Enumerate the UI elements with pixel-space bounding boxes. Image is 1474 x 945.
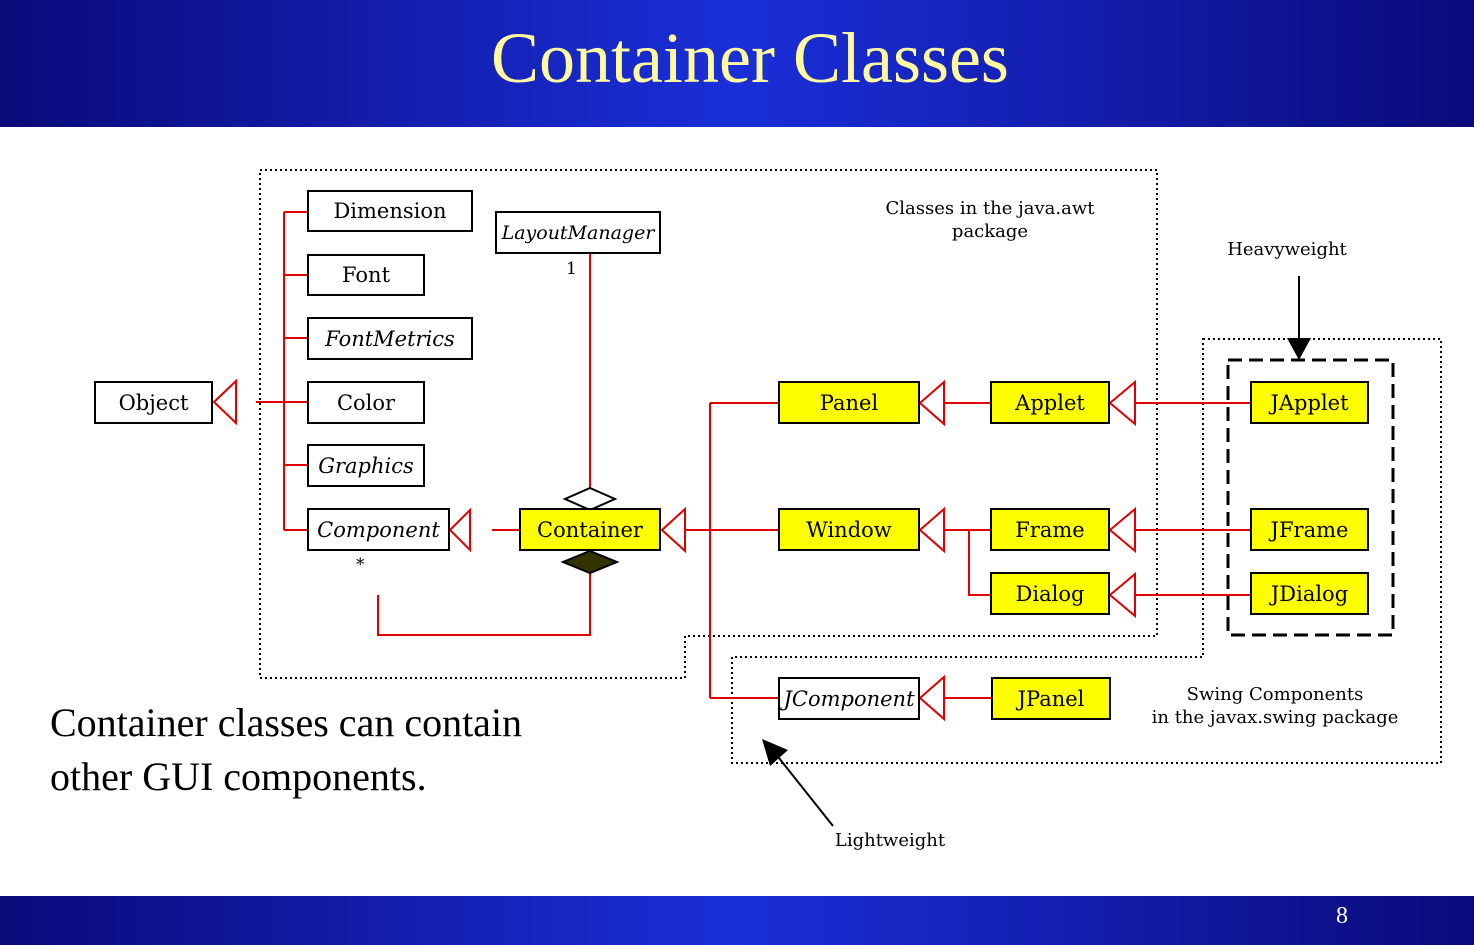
- object-generalization-bus: [256, 211, 308, 531]
- panel-inheritance-arrowhead: [918, 379, 945, 427]
- class-dialog: Dialog: [990, 572, 1110, 615]
- caption-line1: Container classes can contain: [50, 700, 523, 745]
- frame-dialog-to-window-line: [944, 529, 991, 596]
- class-window: Window: [778, 508, 920, 551]
- caption-line2: other GUI components.: [50, 754, 427, 799]
- class-font: Font: [307, 254, 425, 296]
- header-bar: [0, 0, 1474, 127]
- layout-multiplicity-label: 1: [566, 259, 577, 279]
- awt-package-boundary: [259, 169, 1158, 679]
- swing-package-label: Swing Components in the javax.swing pack…: [1140, 683, 1410, 730]
- heavyweight-label: Heavyweight: [1227, 239, 1347, 260]
- class-color: Color: [307, 381, 425, 424]
- class-applet: Applet: [990, 381, 1110, 424]
- slide-title: Container Classes: [491, 18, 1009, 98]
- heavyweight-pointer-head: [1287, 338, 1311, 360]
- class-jframe: JFrame: [1250, 508, 1369, 551]
- dialog-inheritance-arrowhead: [1108, 571, 1136, 619]
- caption-text: Container classes can contain other GUI …: [50, 696, 522, 804]
- lightweight-label: Lightweight: [834, 830, 946, 851]
- class-jdialog: JDialog: [1250, 572, 1369, 615]
- awt-package-label-line1: Classes in the java.awt: [885, 198, 1095, 219]
- object-inheritance-arrowhead: [212, 378, 237, 426]
- heavyweight-group-boundary: [1226, 358, 1395, 637]
- class-object: Object: [94, 381, 213, 424]
- jcomponent-inheritance-arrowhead: [918, 674, 945, 722]
- aggregation-diamond: [562, 486, 618, 512]
- frame-inheritance-arrowhead: [1108, 506, 1136, 554]
- class-component: Component: [307, 508, 450, 551]
- page-number: 8: [1336, 903, 1348, 929]
- lightweight-pointer-head: [762, 739, 788, 766]
- class-japplet: JApplet: [1250, 381, 1369, 424]
- component-composition-line: [377, 573, 591, 636]
- swing-package-label-line1: Swing Components: [1186, 684, 1364, 705]
- class-jcomponent: JComponent: [778, 677, 920, 720]
- class-jpanel: JPanel: [991, 677, 1111, 720]
- class-layoutmanager: LayoutManager: [495, 211, 661, 254]
- container-subclass-bus: [685, 402, 779, 699]
- container-inheritance-arrowhead: [660, 506, 686, 554]
- footer-bar: [0, 896, 1474, 945]
- swing-package-boundary: [731, 338, 1442, 764]
- awt-package-label-line2: package: [951, 221, 1029, 243]
- class-frame: Frame: [990, 508, 1110, 551]
- class-panel: Panel: [778, 381, 920, 424]
- window-inheritance-arrowhead: [918, 506, 945, 554]
- class-dimension: Dimension: [307, 190, 473, 232]
- component-inheritance-arrowhead: [448, 507, 471, 553]
- composition-diamond: [560, 549, 620, 575]
- class-fontmetrics: FontMetrics: [307, 317, 473, 360]
- class-graphics: Graphics: [307, 444, 425, 487]
- lightweight-pointer-shaft: [774, 752, 834, 827]
- component-multiplicity-label: *: [356, 555, 365, 575]
- class-container: Container: [519, 508, 661, 551]
- applet-inheritance-arrowhead: [1108, 379, 1136, 427]
- swing-package-label-line2: in the javax.swing package: [1151, 707, 1399, 729]
- awt-package-label: Classes in the java.awt package: [870, 197, 1110, 244]
